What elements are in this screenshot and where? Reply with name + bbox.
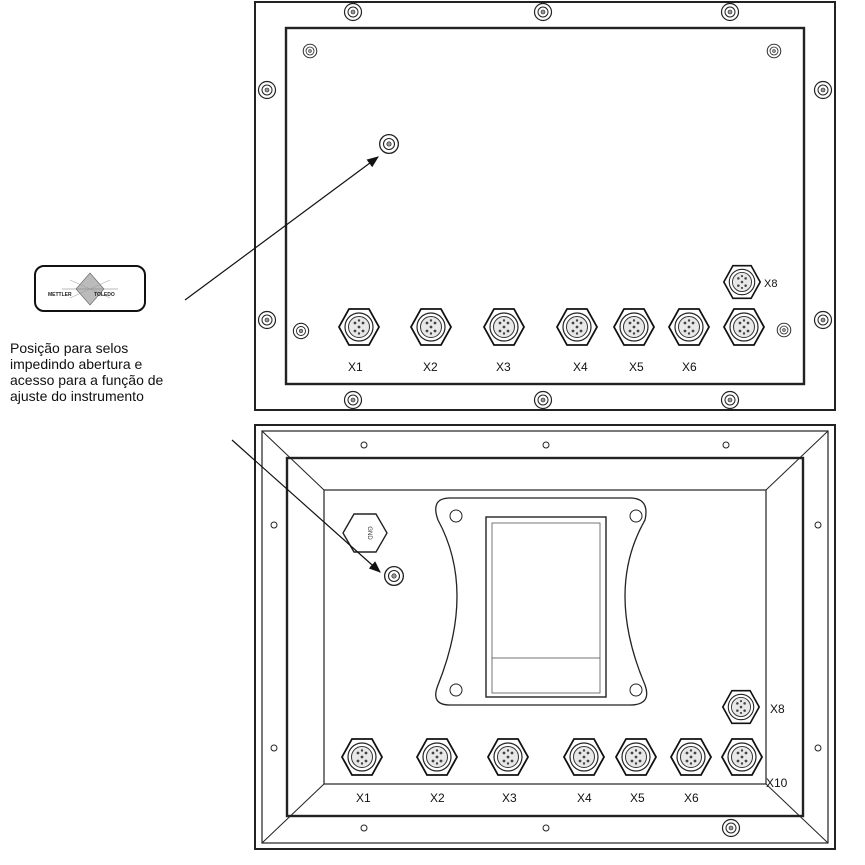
- connector-label: X3: [496, 360, 511, 374]
- caption-line: acesso para a função de: [10, 372, 164, 388]
- bottom-panel: GND X1 X2 X3 X4 X5 X6 X8 X10: [254, 424, 836, 850]
- logo-text-right: TOLEDO: [94, 292, 115, 298]
- top-panel: X1 X2 X3 X4 X5 X6 X8: [254, 1, 836, 411]
- connector-x10-icon: [721, 738, 763, 776]
- connector-x4-icon: [563, 738, 605, 776]
- connector-label: X6: [684, 791, 699, 805]
- seal-position-caption: Posição para selos impedindo abertura e …: [10, 340, 230, 404]
- connector-x8-icon: [722, 264, 762, 300]
- connector-x7-icon: [723, 308, 765, 346]
- connector-label: X3: [502, 791, 517, 805]
- screw-icon: [533, 390, 553, 410]
- connector-label: X4: [573, 360, 588, 374]
- screw-icon: [813, 310, 833, 330]
- caption-line: ajuste do instrumento: [10, 388, 144, 404]
- screw-icon: [343, 2, 363, 22]
- screw-icon: [766, 43, 782, 59]
- connector-label: X5: [630, 791, 645, 805]
- connector-label: X8: [764, 278, 777, 290]
- screw-icon: [343, 390, 363, 410]
- screw-icon: [292, 322, 310, 340]
- screw-icon: [720, 390, 740, 410]
- connector-label: X2: [423, 360, 438, 374]
- connector-label: X1: [348, 360, 363, 374]
- screw-icon: [813, 80, 833, 100]
- arrow-to-top-seal: [184, 156, 379, 301]
- screw-icon: [776, 322, 792, 338]
- connector-x4-icon: [556, 308, 598, 346]
- connector-x1-icon: [341, 738, 383, 776]
- caption-line: Posição para selos: [10, 340, 129, 356]
- caption-line: impedindo abertura e: [10, 356, 143, 372]
- screw-icon: [533, 2, 553, 22]
- arrow-to-bottom-seal: [231, 439, 381, 573]
- connector-label: X2: [430, 791, 445, 805]
- seal-screw-icon: [383, 565, 405, 587]
- gnd-cap-label: GND: [366, 526, 372, 540]
- screw-icon: [302, 43, 318, 59]
- seal-screw-icon: [378, 133, 400, 155]
- connector-x3-icon: [483, 308, 525, 346]
- connector-label: X1: [356, 791, 371, 805]
- connector-x6-icon: [670, 738, 712, 776]
- connector-label: X8: [770, 702, 785, 716]
- connector-label: X4: [577, 791, 592, 805]
- screw-icon: [257, 80, 277, 100]
- connector-x5-icon: [615, 738, 657, 776]
- connector-x3-icon: [487, 738, 529, 776]
- screw-icon: [257, 310, 277, 330]
- connector-label: X5: [629, 360, 644, 374]
- screw-icon: [721, 818, 741, 838]
- connector-x2-icon: [416, 738, 458, 776]
- connector-label: X10: [766, 776, 788, 790]
- logo-text-left: METTLER: [48, 292, 72, 298]
- connector-x1-icon: [338, 308, 380, 346]
- connector-x6-icon: [668, 308, 710, 346]
- connector-x5-icon: [613, 308, 655, 346]
- screw-icon: [720, 2, 740, 22]
- connector-x8-icon: [721, 689, 761, 725]
- connector-label: X6: [682, 360, 697, 374]
- seal-logo: METTLER TOLEDO: [34, 265, 146, 312]
- connector-x2-icon: [410, 308, 452, 346]
